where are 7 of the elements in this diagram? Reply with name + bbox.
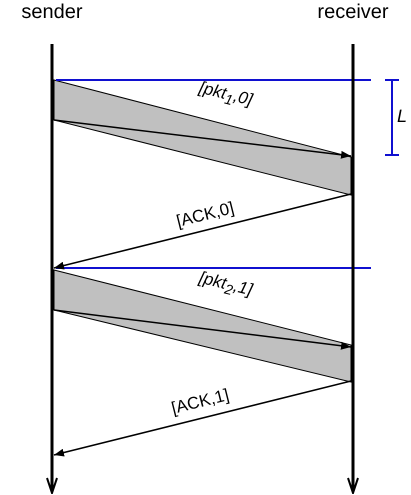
message-arrow xyxy=(54,309,352,350)
message-arrow xyxy=(54,119,352,159)
message-arrow xyxy=(54,193,352,270)
dimension-label: L xyxy=(397,106,408,127)
actor-name: sender xyxy=(20,0,84,24)
message-arrow xyxy=(54,380,352,456)
actor-name: receiver xyxy=(316,0,390,24)
